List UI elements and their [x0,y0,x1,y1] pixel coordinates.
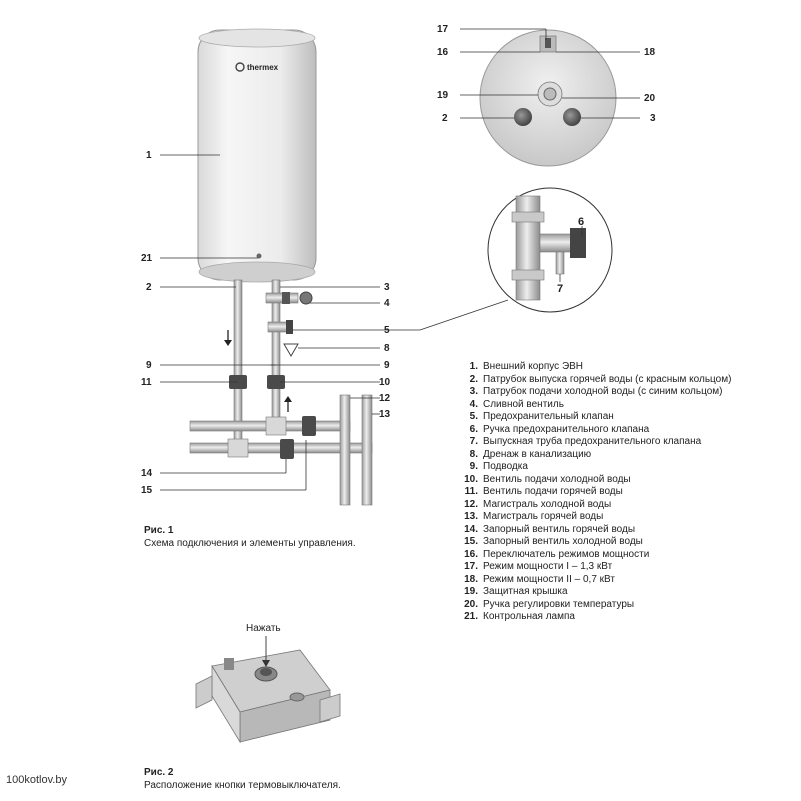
callout-10: 10 [379,377,391,388]
legend-item: 2.Патрубок выпуска горячей воды (с красн… [469,373,732,385]
callout-13: 13 [379,409,391,420]
legend-item: 21.Контрольная лампа [464,611,575,622]
legend-item: 10.Вентиль подачи холодной воды [464,473,631,485]
fig1-caption: Рис. 1 Схема подключения и элементы упра… [144,524,356,550]
legend-item: 20.Ручка регулировки температуры [464,598,635,610]
legend-list: 1.Внешний корпус ЭВН 2.Патрубок выпуска … [460,361,790,624]
legend-item: 4.Сливной вентиль [469,398,564,410]
legend-item: 16.Переключатель режимов мощности [464,548,650,560]
thermex-logo: thermex [235,62,279,72]
callout-11: 11 [141,377,152,388]
fig2-title: Рис. 2 [144,767,174,778]
callout-18: 18 [644,47,656,58]
control-lamp [256,253,262,259]
site-watermark: 100kotlov.by [6,774,67,786]
fig1-title: Рис. 1 [144,525,174,536]
callout-12: 12 [379,393,391,404]
callout-16: 16 [437,47,449,58]
callout-9-left: 9 [146,360,152,371]
fig2-caption: Рис. 2 Расположение кнопки термовыключат… [144,766,341,792]
callout-3: 3 [384,282,390,293]
callout-17: 17 [437,24,449,35]
brand-logo-text: thermex [247,63,279,72]
callout-21: 21 [141,253,153,264]
callout-15: 15 [141,485,153,496]
callout-19: 19 [437,90,449,101]
legend-item: 6.Ручка предохранительного клапана [469,423,650,435]
top-leaders [460,28,640,119]
legend-item: 5.Предохранительный клапан [469,411,614,422]
legend-item: 17.Режим мощности I – 1,3 кВт [464,561,613,572]
fig2-subtitle: Расположение кнопки термовыключателя. [144,780,341,791]
legend-item: 18.Режим мощности II – 0,7 кВт [464,573,615,585]
legend-item: 9.Подводка [469,461,528,472]
callout-20: 20 [644,93,656,104]
callout-2-top: 2 [442,113,448,124]
callout-8: 8 [384,343,390,354]
callout-1: 1 [146,150,152,161]
legend-item: 11.Вентиль подачи горячей воды [464,486,623,497]
legend-item: 19.Защитная крышка [464,586,568,597]
legend-item: 1.Внешний корпус ЭВН [469,361,584,372]
callout-2: 2 [146,282,152,293]
pipework [189,279,373,506]
safety-valve-detail [487,187,613,313]
callout-5: 5 [384,325,390,336]
callout-labels: 1 21 2 9 11 14 15 3 4 5 8 9 10 12 13 [141,150,391,496]
legend-item: 12.Магистраль холодной воды [464,498,612,510]
callout-14: 14 [141,468,153,479]
fig1-subtitle: Схема подключения и элементы управления. [144,538,356,549]
water-heater-tank [197,28,317,283]
callout-4: 4 [384,298,390,309]
legend-item: 14.Запорный вентиль горячей воды [464,523,636,535]
callout-9-right: 9 [384,360,390,371]
leader-lines [160,154,509,491]
callout-6: 6 [578,216,584,228]
top-view [479,29,617,167]
legend-item: 15.Запорный вентиль холодной воды [464,536,643,547]
callout-7: 7 [557,283,563,295]
legend-item: 8.Дренаж в канализацию [469,448,592,460]
legend-item: 7.Выпускная труба предохранительного кла… [469,436,702,447]
callout-3-top: 3 [650,113,656,124]
top-callout-labels: 17 16 18 19 20 2 3 [437,24,656,124]
press-label: Нажать [246,623,281,634]
legend-item: 3.Патрубок подачи холодной воды (с синим… [469,386,723,397]
thermostat-switch [195,649,341,744]
legend-item: 13.Магистраль горячей воды [464,511,604,522]
